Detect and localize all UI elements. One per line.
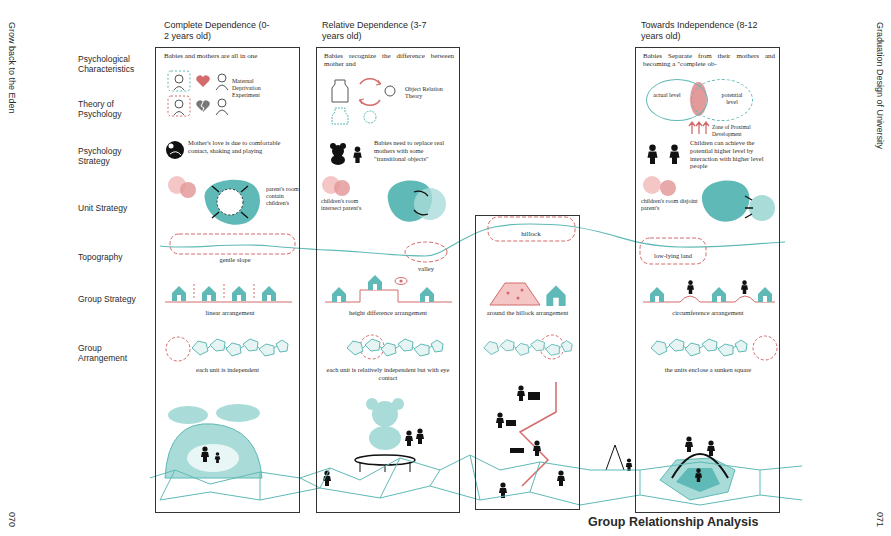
note-text: gentle slope [190, 256, 280, 264]
note-text: linear arrangement [170, 309, 290, 317]
margin-text: Graduation Design of University [874, 22, 885, 149]
stage-heading: Relative Dependence (3-7 years old) [322, 20, 432, 42]
note-text: Babies and mothers are all in one [164, 52, 294, 60]
stage-heading: Complete Dependence (0-2 years old) [164, 20, 274, 42]
note-text: Maternal Deprivation Experiment [232, 78, 280, 100]
row-label: Psychology Strategy [78, 146, 150, 166]
stage-column: Relative Dependence (3-7 years old)Babie… [316, 47, 460, 513]
note-text: each unit is independent [165, 366, 290, 374]
note-text: children's room intersect parent's [321, 198, 379, 212]
note-text: each unit is relatively independent but … [322, 366, 454, 382]
row-label: Psychological Characteristics [78, 54, 150, 74]
level-circle: potential level [691, 79, 753, 121]
note-text: actual level [652, 92, 682, 99]
stage-heading: Towards Independence (8-12 years old) [641, 20, 761, 42]
note-text: Zone of Proximal Development [712, 124, 774, 137]
margin-text: Grow back to the Eden [6, 22, 17, 114]
row-label: Theory of Psychology [78, 99, 150, 119]
note-text: Children can achieve the potential highe… [690, 139, 776, 170]
note-text: Mother's love is due to comfortable cont… [188, 139, 296, 155]
note-text: Object Relation Theory [405, 86, 450, 100]
row-label: Group Strategy [78, 294, 150, 304]
stage-column: Towards Independence (8-12 years old)Bab… [635, 47, 780, 513]
note-text: Babies need to replace real mothers with… [374, 139, 456, 162]
note-text: valley [405, 265, 447, 273]
note-text: parent's room contain children's [266, 186, 299, 208]
margin-text: 070 [6, 512, 17, 527]
note-text: Babies Separate from their mothers and b… [643, 52, 775, 69]
note-text: the units enclose a sunken square [640, 366, 776, 374]
margin-text: 071 [874, 512, 885, 527]
note-text: Babies recognize the difference between … [324, 52, 454, 69]
row-label: Topography [78, 252, 150, 262]
row-label: Group Arrangement [78, 343, 150, 363]
note-text: hillock [495, 230, 567, 238]
note-text: low-lying land [641, 252, 705, 260]
level-circle: actual level [646, 79, 708, 121]
note-text: circumference arrangement [640, 309, 776, 317]
stage-column: hillock around the hillock arrangement [475, 215, 580, 510]
note-text: children's room disjoint parent's [641, 198, 699, 212]
stage-column: Complete Dependence (0-2 years old)Babie… [155, 47, 300, 513]
note-text: potential level [715, 92, 749, 106]
note-text: around the hillock arrangement [478, 309, 577, 317]
row-label: Unit Strategy [78, 203, 150, 213]
page-title: Group Relationship Analysis [588, 515, 788, 530]
note-text: height difference arrangement [320, 309, 456, 317]
